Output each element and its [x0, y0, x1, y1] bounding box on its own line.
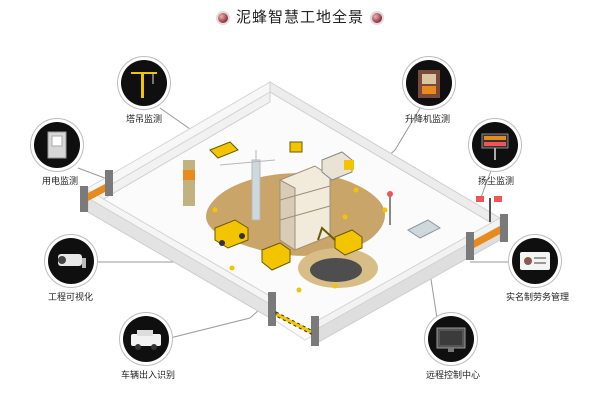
construction-elevator-icon — [406, 60, 452, 106]
feature-label: 塔吊监测 — [126, 115, 163, 125]
vehicle-icon — [123, 316, 169, 362]
feature-label: 车辆出入识别 — [121, 371, 176, 381]
feature-label: 用电监测 — [42, 177, 79, 187]
feature-label: 扬尘监测 — [478, 177, 515, 187]
workers — [212, 187, 388, 293]
dust-monitor-post — [476, 196, 502, 222]
page-title: 泥蜂智慧工地全景 — [0, 6, 600, 27]
bottom-gate — [268, 292, 319, 346]
electric-cabinet-icon — [34, 122, 80, 168]
left-gate — [80, 170, 113, 212]
dust-monitor-icon — [472, 122, 518, 168]
monitor-screen-icon — [428, 316, 474, 362]
title-right-ornament — [372, 12, 382, 23]
feature-label: 升降机监测 — [405, 115, 451, 125]
right-gate — [466, 214, 508, 260]
id-card-icon — [512, 238, 558, 284]
surveillance-camera-icon — [48, 238, 94, 284]
forklift — [289, 141, 303, 153]
bulldozer — [261, 242, 291, 271]
dump-truck — [214, 219, 249, 249]
steel-rebar-pile — [209, 141, 239, 159]
title-text: 泥蜂智慧工地全景 — [235, 8, 364, 26]
tower-crane — [219, 150, 276, 221]
excavator — [317, 226, 363, 256]
building-under-construction — [279, 165, 331, 251]
tower-crane-icon — [121, 60, 167, 106]
title-left-ornament — [217, 12, 228, 23]
feature-label: 实名制劳务管理 — [506, 293, 570, 303]
construction-elevator — [183, 160, 195, 206]
control-console — [407, 219, 441, 239]
feature-label: 工程可视化 — [48, 293, 94, 303]
feature-label: 远程控制中心 — [426, 371, 481, 381]
mixer-truck — [321, 151, 354, 181]
site-light — [387, 191, 393, 225]
